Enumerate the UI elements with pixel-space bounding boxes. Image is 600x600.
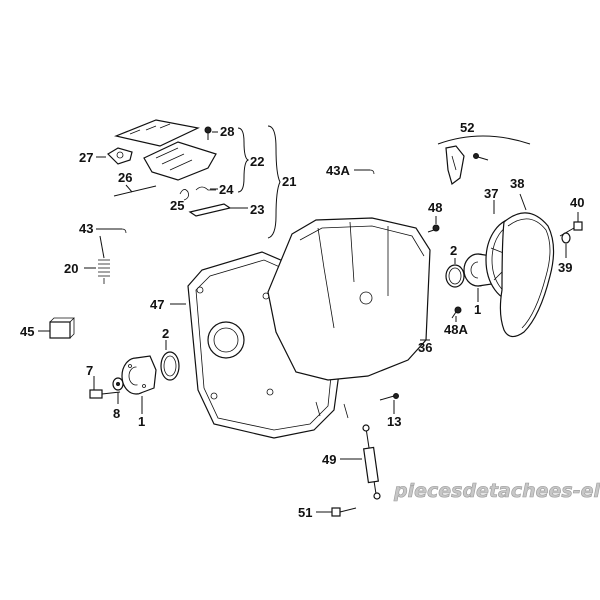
label-1b: 1 [474,302,481,317]
part-26-rod [113,185,157,197]
part-48-screw [427,224,440,233]
part-2-o-ring-rear [445,264,465,288]
part-20-spring [98,235,110,284]
part-1-front-bearing-housing [121,355,157,395]
part-43-hook [121,228,127,234]
label-26: 26 [118,170,132,185]
part-8-washer [112,377,124,391]
part-39-washer [561,232,571,244]
label-40: 40 [570,195,584,210]
leader-26 [125,184,133,193]
label-22: 22 [250,154,264,169]
watermark-text: piecesdetachees-elec.com [393,480,600,502]
label-28: 28 [220,124,234,139]
part-51-bolt [331,507,357,517]
part-43a-hook [369,169,375,175]
label-45: 45 [20,324,34,339]
label-37: 37 [484,186,498,201]
label-27: 27 [79,150,93,165]
part-28-screw [204,126,212,140]
label-25: 25 [170,198,184,213]
leader-38 [519,193,527,211]
part-36-rear-tub [267,217,431,419]
label-36: 36 [418,340,432,355]
label-47: 47 [150,297,164,312]
part-25-spring-clip [179,189,189,201]
part-48a-screw [451,306,462,319]
brace-22 [237,127,250,193]
label-52: 52 [460,120,474,135]
part-38-drive-belt [499,212,555,338]
label-48: 48 [428,200,442,215]
part-lid-plate [113,119,200,147]
label-48a: 48A [444,322,468,337]
part-27-cap [107,147,133,165]
label-24: 24 [219,182,234,197]
label-2b: 2 [450,243,457,258]
label-7: 7 [86,363,93,378]
label-20: 20 [64,261,78,276]
label-51: 51 [298,505,312,520]
part-45-block [49,317,75,339]
label-1a: 1 [138,414,145,429]
part-2-o-ring-front [160,351,180,381]
part-52-screw [473,153,489,161]
part-dispenser-tray [143,141,217,181]
label-38: 38 [510,176,524,191]
part-52-bracket [445,145,465,186]
label-2a: 2 [162,326,169,341]
label-13: 13 [387,414,401,429]
part-23-hinge-bar [188,203,232,217]
part-7-bolt [89,389,121,399]
part-49-shock-absorber [362,424,381,500]
label-43: 43 [79,221,93,236]
brace-52 [437,135,531,145]
label-43a: 43A [326,163,350,178]
label-49: 49 [322,452,336,467]
part-13-pin [379,393,399,401]
brace-21 [267,125,281,239]
label-8: 8 [113,406,120,421]
label-21: 21 [282,174,296,189]
label-39: 39 [558,260,572,275]
label-23: 23 [250,202,264,217]
part-24-clip [195,186,216,191]
